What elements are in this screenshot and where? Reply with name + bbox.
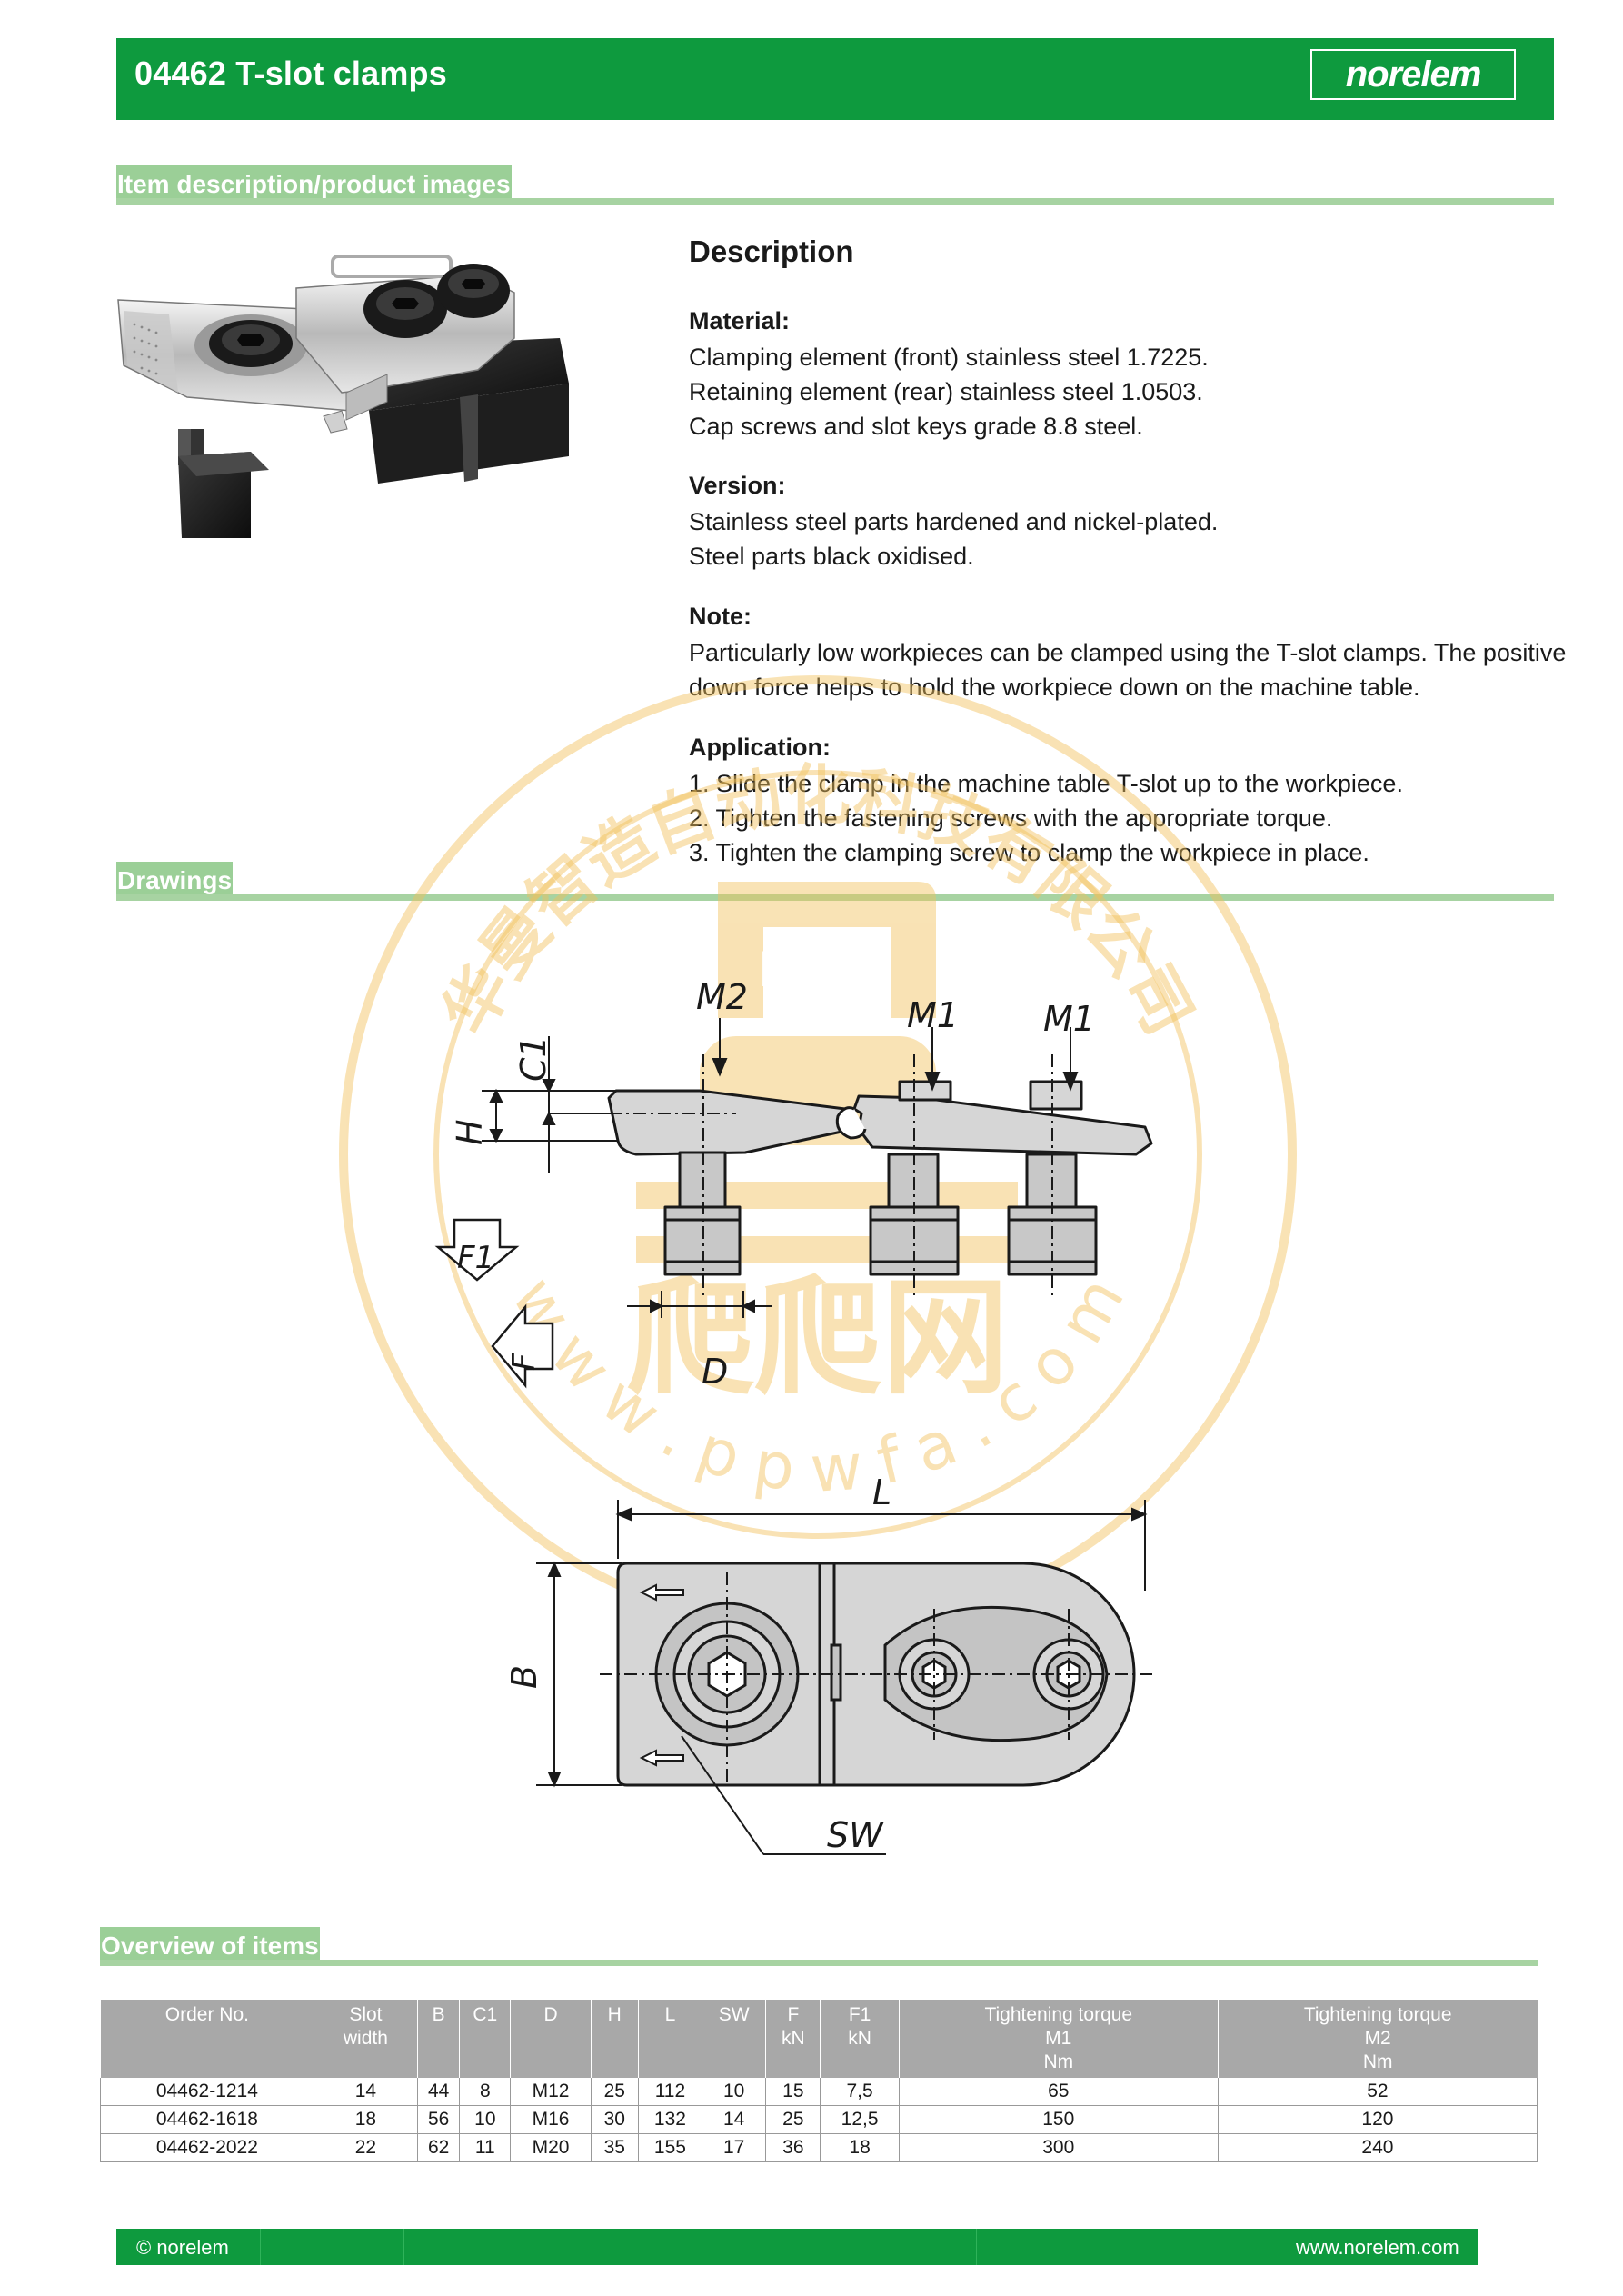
cell-order-no: 04462-1618 [100,2105,314,2134]
label-f1: F1 [457,1240,494,1276]
cell-order-no: 04462-1214 [100,2078,314,2106]
section-title-drawings: Drawings [116,862,234,898]
table-row: 04462-1214 14 44 8 M12 25 112 10 15 7,5 … [100,2078,1538,2106]
cell: 14 [313,2078,418,2106]
note-line: down force helps to hold the workpiece d… [689,674,1420,701]
cell-order-no: 04462-2022 [100,2133,314,2162]
cell: 36 [765,2133,821,2162]
label-c1: C1 [513,1035,553,1082]
header-bar [116,38,1554,120]
table-row: 04462-1618 18 56 10 M16 30 132 14 25 12,… [100,2105,1538,2134]
cell: 155 [637,2133,702,2162]
cell: 17 [702,2133,766,2162]
cell: 11 [459,2133,511,2162]
application-step: 2. Tighten the fastening screws with the… [689,804,1333,832]
cell: 22 [313,2133,418,2162]
col-header: H [590,2000,639,2078]
label-d: D [702,1352,728,1392]
cell: 25 [765,2105,821,2134]
label-f: F [506,1353,543,1371]
col-header: L [637,2000,702,2078]
cell: 25 [590,2078,639,2106]
description-heading: Description [689,235,854,268]
cell: 15 [765,2078,821,2106]
cell: 65 [898,2078,1219,2106]
section-title-product-images: Item description/product images [116,165,512,202]
cell: 132 [637,2105,702,2134]
footer-divider [260,2229,261,2265]
cell: 240 [1217,2133,1538,2162]
cell: 12,5 [820,2105,900,2134]
brand-logo: norelem [1310,49,1516,100]
col-header: B [417,2000,460,2078]
section-divider [116,894,1554,901]
footer-bar [116,2229,1478,2265]
note-label: Note: [689,603,752,630]
application-label: Application: [689,734,831,761]
table-row: 04462-2022 22 62 11 M20 35 155 17 36 18 … [100,2133,1538,2162]
cell: 112 [637,2078,702,2106]
cell: 10 [702,2078,766,2106]
section-divider [100,1960,1538,1966]
cell: 18 [820,2133,900,2162]
label-m1: M1 [1043,999,1095,1039]
cell: 300 [898,2133,1219,2162]
cell: 52 [1217,2078,1538,2106]
cell: 120 [1217,2105,1538,2134]
section-divider [116,198,1554,205]
cell: 56 [417,2105,460,2134]
brand-logo-text: norelem [1345,54,1482,95]
label-h: H [450,1119,490,1145]
label-sw: SW [827,1815,884,1855]
page-title: 04462 T-slot clamps [134,55,447,92]
col-header: C1 [459,2000,511,2078]
label-m1: M1 [907,995,959,1035]
label-b: B [504,1665,544,1689]
cell: M20 [510,2133,592,2162]
cell: 44 [417,2078,460,2106]
label-l: L [872,1472,891,1512]
cell: 14 [702,2105,766,2134]
cell: 150 [898,2105,1219,2134]
cell: 10 [459,2105,511,2134]
version-label: Version: [689,472,786,499]
version-line: Steel parts black oxidised. [689,543,974,570]
material-line: Cap screws and slot keys grade 8.8 steel… [689,413,1143,440]
col-header: SW [702,2000,766,2078]
footer-divider [403,2229,404,2265]
footer-copyright: © norelem [136,2236,229,2259]
technical-drawing: M2 M1 M1 C1 H F1 F D [434,977,1154,1855]
footer-divider [976,2229,977,2265]
application-step: 3. Tighten the clamping screw to clamp t… [689,839,1369,866]
col-header: D [510,2000,592,2078]
cell: 62 [417,2133,460,2162]
cell: 35 [590,2133,639,2162]
version-line: Stainless steel parts hardened and nicke… [689,508,1219,535]
col-header: Order No. [100,2000,314,2078]
material-line: Retaining element (rear) stainless steel… [689,378,1203,405]
footer-website-link[interactable]: www.norelem.com [1296,2236,1459,2259]
material-line: Clamping element (front) stainless steel… [689,344,1209,371]
product-image [117,255,569,538]
application-step: 1. Slide the clamp in the machine table … [689,770,1403,797]
label-m2: M2 [696,977,748,1017]
cell: 8 [459,2078,511,2106]
cell: 30 [590,2105,639,2134]
cell: M16 [510,2105,592,2134]
material-label: Material: [689,307,791,334]
note-line: Particularly low workpieces can be clamp… [689,639,1567,666]
cell: 18 [313,2105,418,2134]
cell: 7,5 [820,2078,900,2106]
cell: M12 [510,2078,592,2106]
section-title-overview: Overview of items [100,1927,320,1963]
